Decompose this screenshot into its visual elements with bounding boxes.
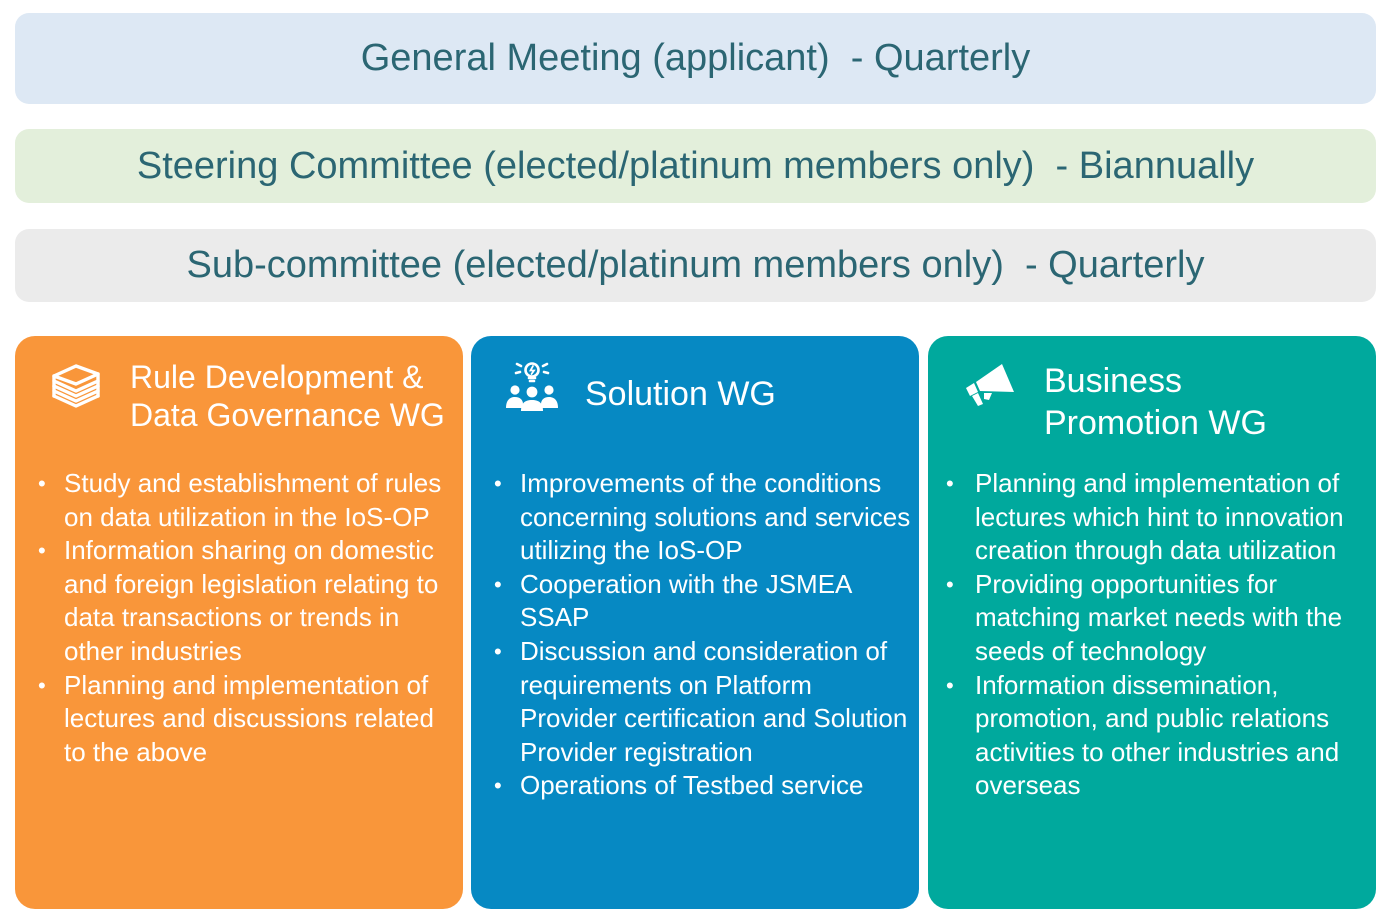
list-item: Information sharing on domestic and fore… (38, 534, 455, 668)
wg-title: Business Promotion WG (1044, 362, 1267, 442)
wg-item-list: Planning and implementation of lectures … (946, 467, 1370, 803)
wg-item-list: Improvements of the conditions concernin… (494, 467, 913, 803)
list-item: Information dissemination, promotion, an… (946, 669, 1370, 803)
steering-committee-band: Steering Committee (elected/platinum mem… (15, 129, 1376, 203)
rule-development-wg-card: Rule Development & Data Governance WG St… (15, 336, 463, 909)
list-item: Providing opportunities for matching mar… (946, 568, 1370, 669)
list-item: Cooperation with the JSMEA SSAP (494, 568, 913, 635)
solution-wg-card: Solution WG Improvements of the conditio… (471, 336, 919, 909)
business-promotion-wg-card: Business Promotion WG Planning and imple… (928, 336, 1376, 909)
list-item: Discussion and consideration of requirem… (494, 635, 913, 769)
list-item: Planning and implementation of lectures … (38, 669, 455, 770)
wg-item-list: Study and establishment of rules on data… (38, 467, 455, 769)
books-icon (52, 364, 100, 408)
list-item: Planning and implementation of lectures … (946, 467, 1370, 568)
general-meeting-band: General Meeting (applicant) - Quarterly (15, 13, 1376, 104)
team-idea-icon (506, 362, 558, 411)
wg-title: Solution WG (585, 375, 776, 413)
list-item: Operations of Testbed service (494, 769, 913, 803)
megaphone-icon (966, 364, 1014, 406)
wg-title: Rule Development & Data Governance WG (130, 359, 445, 433)
list-item: Improvements of the conditions concernin… (494, 467, 913, 568)
sub-committee-band: Sub-committee (elected/platinum members … (15, 229, 1376, 302)
list-item: Study and establishment of rules on data… (38, 467, 455, 534)
